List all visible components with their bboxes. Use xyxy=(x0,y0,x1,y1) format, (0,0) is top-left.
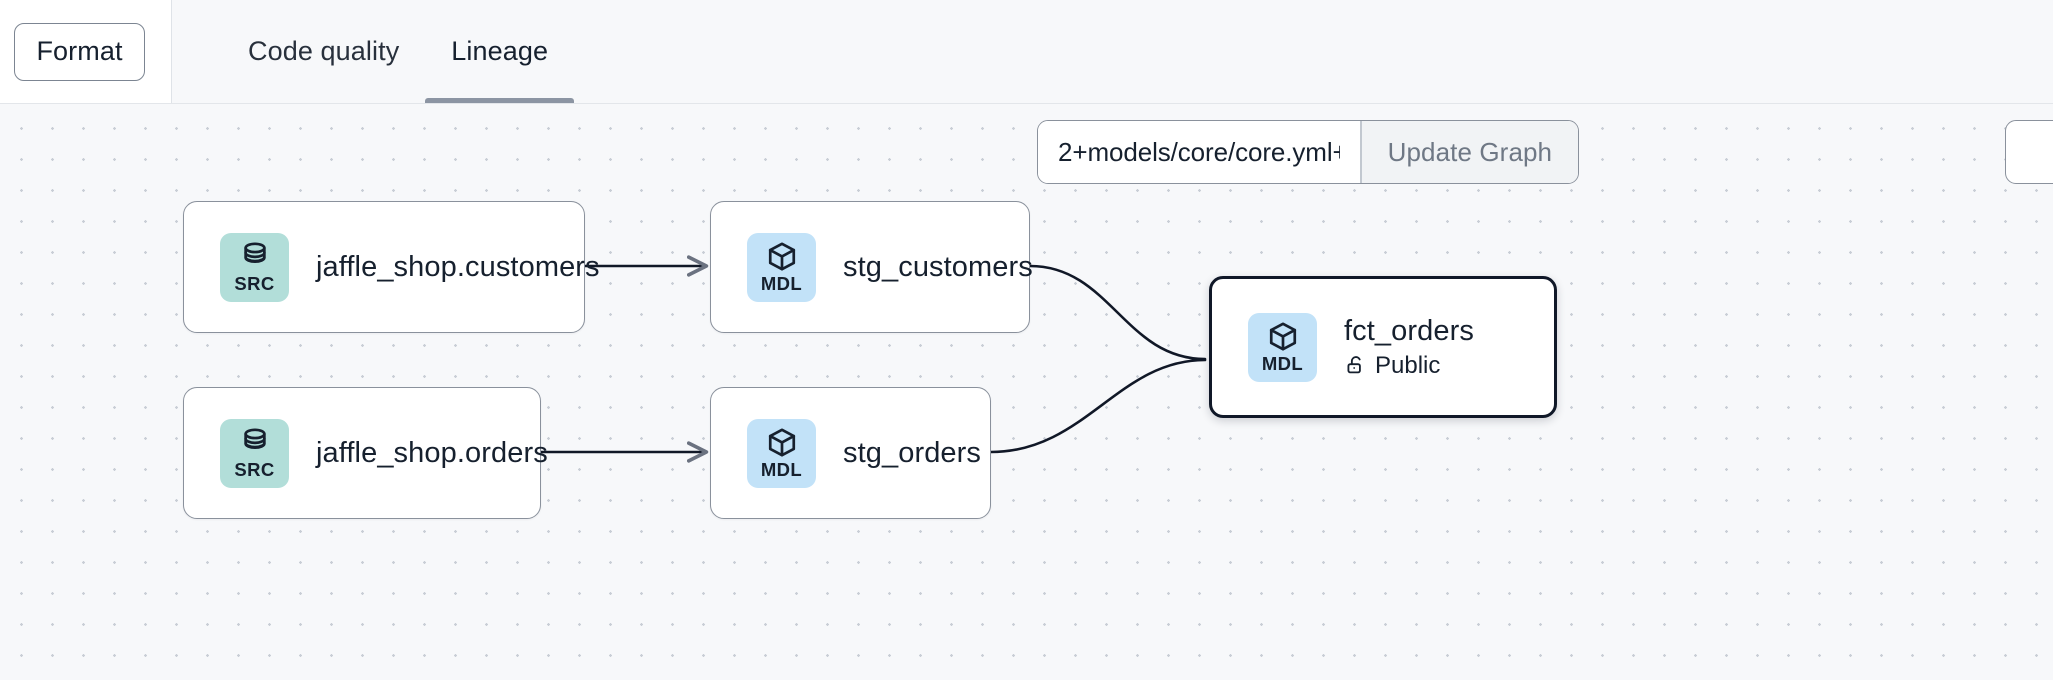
tab-bar: Code quality Lineage xyxy=(172,0,574,103)
source-badge: SRC xyxy=(220,418,289,488)
selector-input[interactable] xyxy=(1038,121,1360,183)
tab-lineage-label: Lineage xyxy=(451,36,549,66)
model-badge: MDL xyxy=(1248,312,1317,382)
selector-divider xyxy=(1360,121,1362,183)
tab-code-quality[interactable]: Code quality xyxy=(222,0,425,103)
node-body: fct_orders Public xyxy=(1344,315,1474,380)
node-body: jaffle_shop.orders xyxy=(316,437,548,470)
edge-stg-orders-to-fct-orders xyxy=(989,358,1207,454)
lineage-node-jaffle-shop-customers[interactable]: SRC jaffle_shop.customers xyxy=(183,201,600,333)
node-title: fct_orders xyxy=(1344,314,1474,347)
model-badge: MDL xyxy=(747,418,816,488)
node-access-label: Public xyxy=(1375,351,1441,379)
lineage-node-stg-orders[interactable]: MDL stg_orders xyxy=(710,387,991,519)
lineage-node-stg-customers[interactable]: MDL stg_customers xyxy=(710,201,1033,333)
node-title: stg_orders xyxy=(843,436,982,469)
format-zone: Format xyxy=(0,0,172,103)
badge-label: MDL xyxy=(1261,353,1304,375)
node-title: stg_customers xyxy=(843,250,1033,283)
database-icon xyxy=(243,428,266,450)
lineage-node-jaffle-shop-orders[interactable]: SRC jaffle_shop.orders xyxy=(183,387,548,519)
tab-lineage[interactable]: Lineage xyxy=(425,0,574,103)
node-body: stg_orders xyxy=(843,437,981,470)
node-title: jaffle_shop.orders xyxy=(316,436,548,469)
model-badge: MDL xyxy=(747,232,816,302)
cube-icon xyxy=(1269,322,1296,351)
update-graph-button[interactable]: Update Graph xyxy=(1361,121,1579,183)
edge-stg-customers-to-fct-orders xyxy=(1028,264,1207,361)
node-title: jaffle_shop.customers xyxy=(316,250,600,283)
offscreen-control[interactable] xyxy=(2005,120,2053,184)
node-body: stg_customers xyxy=(843,251,1033,284)
source-badge: SRC xyxy=(220,232,289,302)
badge-label: MDL xyxy=(760,459,803,481)
lineage-canvas[interactable]: SRC jaffle_shop.customers MDL stg_custom… xyxy=(0,104,2053,680)
node-access-badge: Public xyxy=(1344,352,1474,380)
badge-label: MDL xyxy=(760,273,803,295)
badge-label: SRC xyxy=(234,273,275,295)
badge-label: SRC xyxy=(234,459,275,481)
toolbar: Format Code quality Lineage xyxy=(0,0,2053,104)
format-button[interactable]: Format xyxy=(14,22,145,81)
tab-code-quality-label: Code quality xyxy=(248,36,400,66)
cube-icon xyxy=(768,242,795,271)
cube-icon xyxy=(768,428,795,457)
graph-selector-control: Update Graph xyxy=(1037,120,1580,184)
lineage-node-fct-orders[interactable]: MDL fct_orders Public xyxy=(1209,276,1557,418)
database-icon xyxy=(243,242,266,264)
node-body: jaffle_shop.customers xyxy=(316,251,600,284)
unlock-icon xyxy=(1347,356,1361,374)
